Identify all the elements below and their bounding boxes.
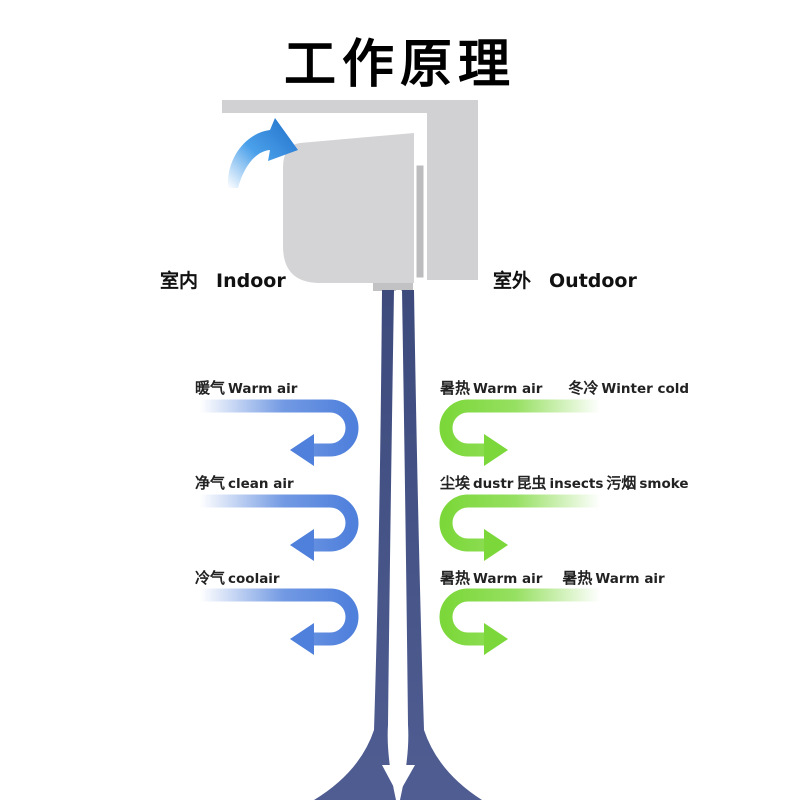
flow-label-cn: 暑热 (440, 569, 471, 587)
flow-label-en: smoke (639, 476, 689, 492)
outdoor-arrow-3 (439, 588, 600, 655)
flow-label-cn: 污烟 (606, 474, 637, 492)
indoor-label-en: Indoor (216, 270, 286, 292)
flow-label-en: Winter cold (601, 381, 690, 397)
outdoor-arrow-1 (439, 399, 600, 466)
page-title: 工作原理 (283, 35, 516, 95)
indoor-label: 室内 Indoor (160, 266, 286, 293)
air-curtain-unit (283, 133, 425, 291)
outdoor-label: 室外 Outdoor (493, 266, 637, 293)
outdoor-label-cn: 室外 (493, 270, 532, 292)
flow-label-cn: 暖气 (195, 379, 226, 397)
indoor-label-cn: 室内 (160, 270, 199, 292)
flow-label-en: Warm air (473, 381, 543, 397)
down-arrow-icon (382, 765, 415, 795)
flow-label-cn: 净气 (195, 474, 226, 492)
indoor-air-arrows (200, 399, 359, 655)
outdoor-air-arrows (439, 399, 600, 655)
outdoor-label-en: Outdoor (549, 270, 637, 292)
flow-label-cn: 暑热 (562, 569, 593, 587)
outdoor-arrow-2 (439, 494, 600, 561)
flow-label-en: clean air (228, 476, 294, 492)
flow-label-en: Warm air (228, 381, 298, 397)
indoor-arrow-1 (200, 399, 359, 466)
flow-label-en: dustr (473, 476, 514, 492)
flow-label-cn: 冬冷 (568, 379, 599, 397)
flow-label-en: insects (549, 476, 604, 492)
flow-label-en: coolair (228, 571, 280, 587)
flow-label-cn: 冷气 (195, 569, 226, 587)
flow-label-cn: 暑热 (440, 379, 471, 397)
air-intake-arrow-icon (227, 118, 298, 188)
ceiling-bracket (222, 100, 478, 280)
flow-label-en: Warm air (595, 571, 665, 587)
flow-label-en: Warm air (473, 571, 543, 587)
indoor-arrow-2 (200, 494, 359, 561)
indoor-arrow-3 (200, 588, 359, 655)
flow-label-cn: 尘埃 (440, 474, 471, 492)
flow-label-cn: 昆虫 (516, 474, 547, 492)
downward-air-stream (314, 290, 482, 800)
